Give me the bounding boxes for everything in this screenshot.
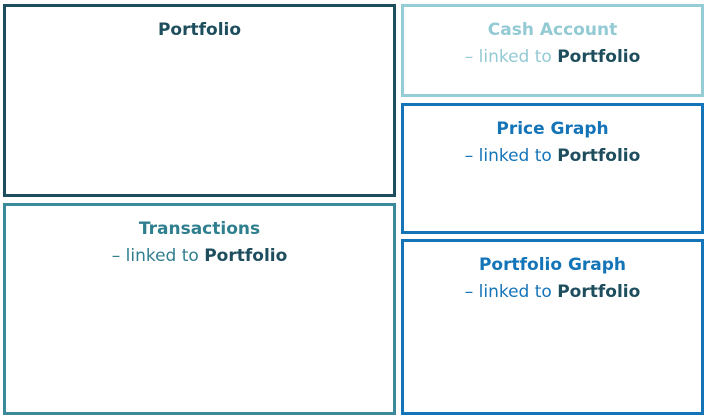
portfolio-graph-link-text: – linked to Portfolio bbox=[404, 279, 701, 306]
portfolio-graph-link-target: Portfolio bbox=[557, 282, 641, 302]
cash-account-panel-title: Cash Account bbox=[487, 20, 618, 40]
transactions-panel: Transactions – linked to Portfolio bbox=[3, 203, 396, 415]
cash-account-panel: Cash Account – linked to Portfolio bbox=[401, 4, 704, 97]
price-graph-panel-title: Price Graph bbox=[496, 119, 609, 139]
cash-account-link-target: Portfolio bbox=[557, 47, 641, 67]
portfolio-graph-link-prefix: – linked to bbox=[464, 282, 558, 302]
cash-account-link-text: – linked to Portfolio bbox=[404, 44, 701, 71]
transactions-panel-title: Transactions bbox=[138, 219, 261, 239]
cash-account-link-prefix: – linked to bbox=[464, 47, 558, 67]
portfolio-panel: Portfolio bbox=[3, 4, 396, 197]
price-graph-link-target: Portfolio bbox=[557, 146, 641, 166]
transactions-link-prefix: – linked to bbox=[111, 246, 205, 266]
portfolio-graph-panel: Portfolio Graph – linked to Portfolio bbox=[401, 239, 704, 415]
price-graph-link-text: – linked to Portfolio bbox=[404, 143, 701, 170]
price-graph-panel: Price Graph – linked to Portfolio bbox=[401, 103, 704, 234]
portfolio-panel-title: Portfolio bbox=[157, 20, 242, 40]
transactions-link-target: Portfolio bbox=[204, 246, 288, 266]
transactions-link-text: – linked to Portfolio bbox=[6, 243, 393, 270]
portfolio-graph-panel-title: Portfolio Graph bbox=[478, 255, 627, 275]
price-graph-link-prefix: – linked to bbox=[464, 146, 558, 166]
